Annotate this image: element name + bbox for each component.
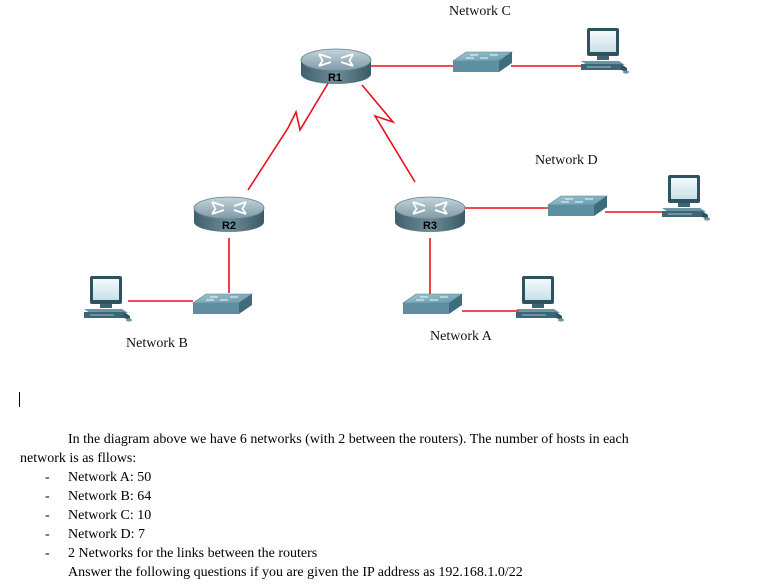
text-cursor <box>19 392 20 407</box>
intro-paragraph: In the diagram above we have 6 networks … <box>0 430 770 468</box>
computer-icon <box>515 275 565 323</box>
list-item: - Network B: 64 <box>0 487 770 506</box>
list-dash: - <box>45 489 50 504</box>
link-r1-r2 <box>247 79 331 191</box>
network-b-label: Network B <box>126 336 188 351</box>
switch-icon <box>452 51 513 73</box>
list-dash: - <box>45 527 50 542</box>
list-item: - Network A: 50 <box>0 468 770 487</box>
network-d-label: Network D <box>535 153 598 168</box>
switch-icon <box>547 195 608 217</box>
router-r3-label: R3 <box>423 220 437 232</box>
list-item: - Network C: 10 <box>0 506 770 525</box>
router-r2-label: R2 <box>222 220 236 232</box>
switch-icon <box>402 293 463 315</box>
list-item-text: Network A: 50 <box>68 470 152 485</box>
computer-icon <box>661 174 711 222</box>
network-a-label: Network A <box>430 329 493 344</box>
list-item-text: Network C: 10 <box>68 508 152 523</box>
question-text: In the diagram above we have 6 networks … <box>0 430 770 582</box>
router-r1-label: R1 <box>328 72 342 84</box>
router-r2: R2 <box>193 196 265 233</box>
list-dash: - <box>45 470 50 485</box>
computer-icon <box>83 275 133 323</box>
list-dash: - <box>45 546 50 561</box>
list-item: - Network D: 7 <box>0 525 770 544</box>
computer-icon <box>580 27 630 75</box>
list-item-text: Network B: 64 <box>68 489 152 504</box>
router-r1: R1 <box>300 48 372 85</box>
network-c-label: Network C <box>449 4 511 19</box>
link-r1-r3 <box>361 84 416 183</box>
network-links <box>128 65 665 312</box>
router-r3: R3 <box>394 196 466 233</box>
list-item-text: Network D: 7 <box>68 527 145 542</box>
question-line: Answer the following questions if you ar… <box>68 565 523 580</box>
intro-line-1: In the diagram above we have 6 networks … <box>68 432 629 447</box>
host-list: - Network A: 50 - Network B: 64 - Network C… <box>0 468 770 563</box>
list-item-text: 2 Networks for the links between the rou… <box>68 546 318 561</box>
network-diagram: R1 R2 R3 Network C Network D Network B N… <box>83 4 711 351</box>
list-dash: - <box>45 508 50 523</box>
intro-line-2: network is as fllows: <box>20 451 137 466</box>
switch-icon <box>192 293 253 315</box>
list-item: - 2 Networks for the links between the ro… <box>0 544 770 563</box>
